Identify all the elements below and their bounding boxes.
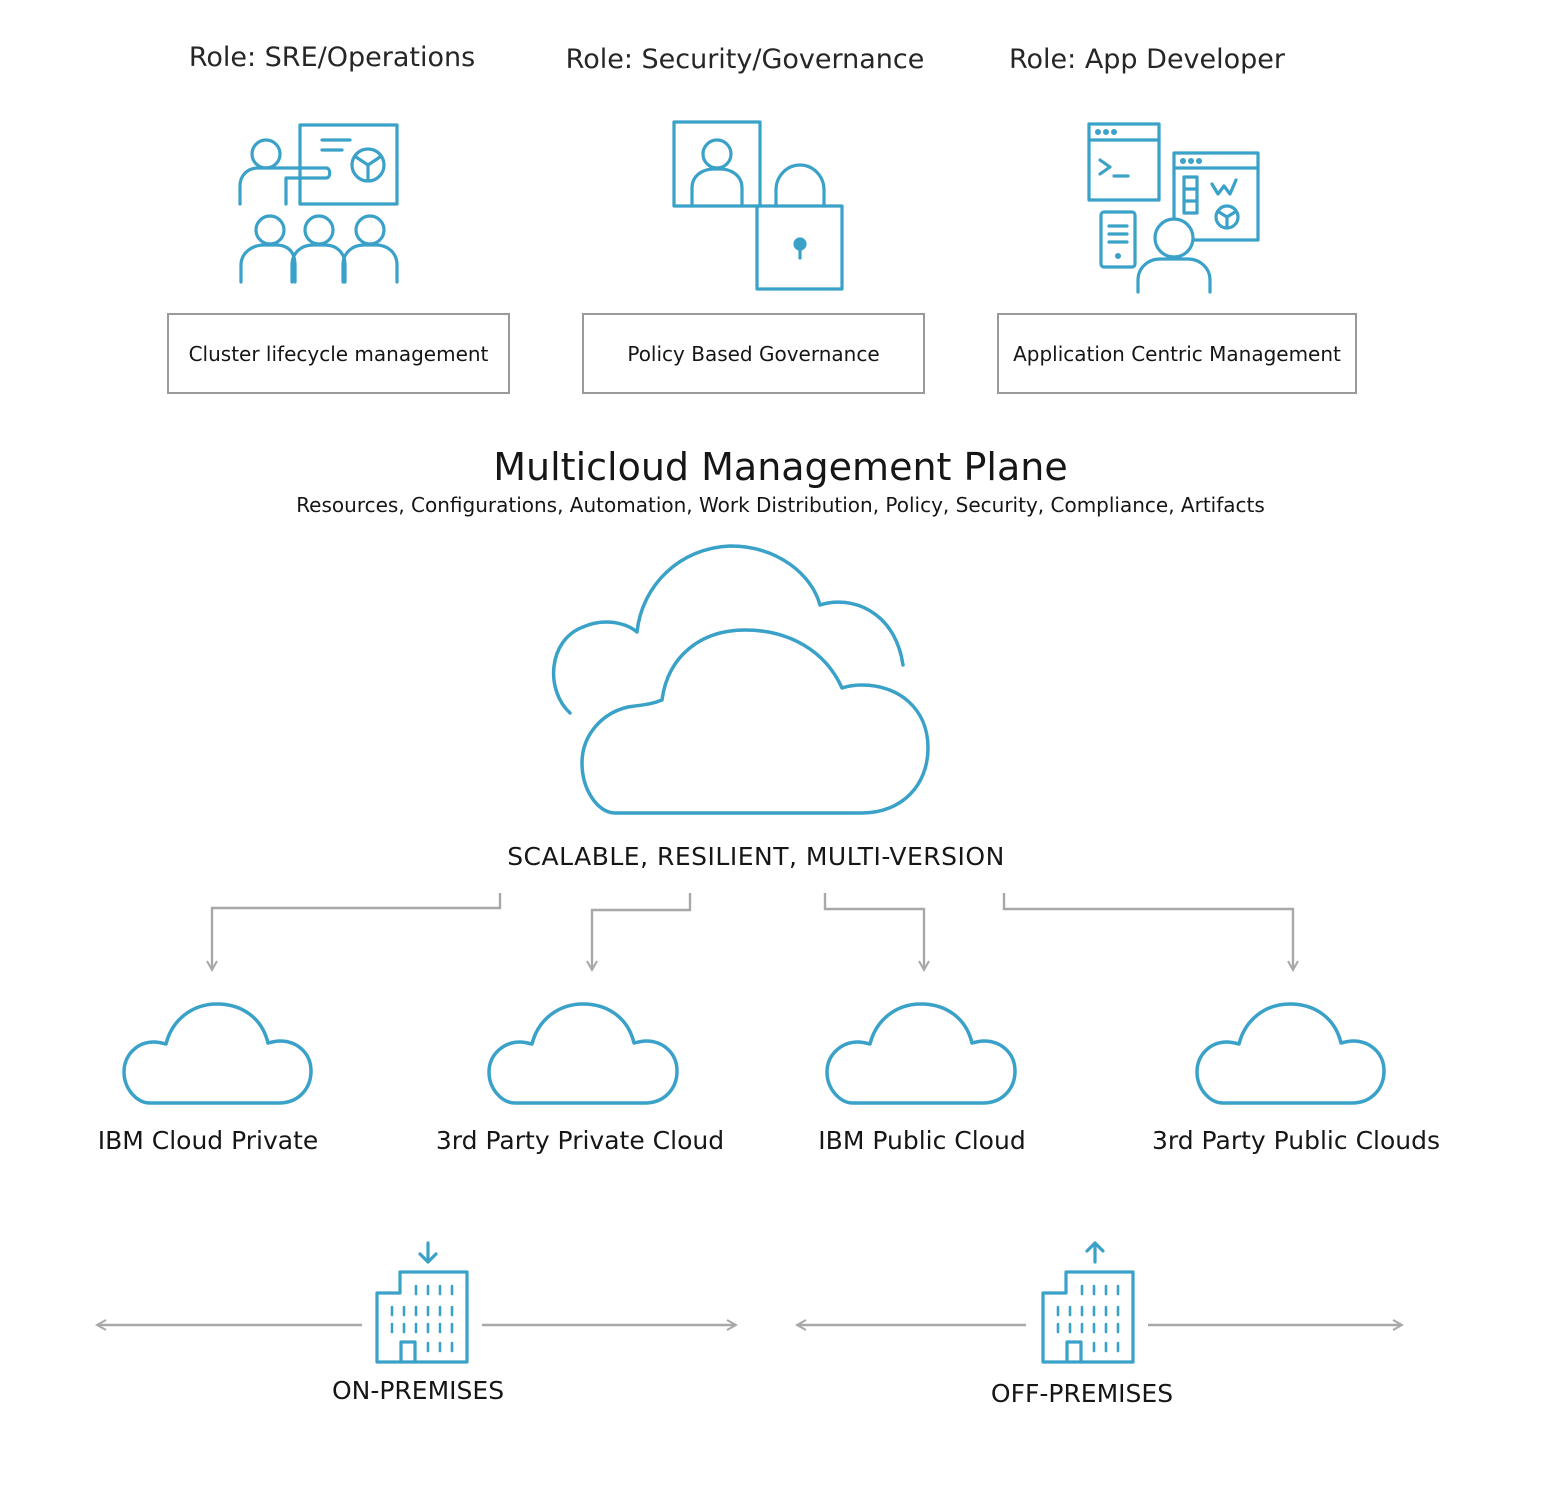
capability-box-app-centric: Application Centric Management (997, 313, 1357, 394)
cloud-icon-ibm-public (825, 1002, 1017, 1105)
developer-devices-icon (1087, 122, 1260, 294)
user-lock-icon (672, 120, 844, 291)
cloud-label-ibm-public: IBM Public Cloud (818, 1126, 1026, 1155)
connector-3rd-private (592, 893, 692, 970)
capability-label: Cluster lifecycle management (188, 341, 489, 366)
premises-label-on: ON-PREMISES (331, 1376, 505, 1405)
cloud-label-ibm-private: IBM Cloud Private (97, 1126, 319, 1155)
cloud-label-3rd-private: 3rd Party Private Cloud (435, 1126, 725, 1155)
presentation-team-icon (238, 123, 399, 284)
cloud-icon-ibm-private (122, 1002, 313, 1105)
role-label-security: Role: Security/Governance (565, 44, 925, 75)
plane-subtitle: Resources, Configurations, Automation, W… (296, 493, 1265, 517)
capability-label: Policy Based Governance (627, 341, 880, 366)
plane-tagline: SCALABLE, RESILIENT, MULTI-VERSION (507, 842, 1005, 871)
connector-3rd-public (1002, 893, 1293, 970)
cloud-label-3rd-public: 3rd Party Public Clouds (1151, 1126, 1441, 1155)
capability-label: Application Centric Management (1013, 341, 1341, 366)
capability-box-policy-governance: Policy Based Governance (582, 313, 925, 394)
cloud-icon-3rd-public (1195, 1002, 1386, 1105)
management-plane-cloud-icon (551, 544, 930, 815)
connector-ibm-public (823, 893, 924, 970)
building-outbound-icon (1041, 1241, 1135, 1364)
plane-title: Multicloud Management Plane (493, 445, 1068, 489)
building-inbound-icon (375, 1241, 469, 1364)
role-label-developer: Role: App Developer (1008, 44, 1286, 75)
capability-box-cluster-lifecycle: Cluster lifecycle management (167, 313, 510, 394)
connector-ibm-private (212, 893, 502, 970)
connectors (212, 893, 1293, 970)
role-label-sre: Role: SRE/Operations (188, 42, 476, 73)
cloud-icon-3rd-private (487, 1002, 679, 1105)
premises-label-off: OFF-PREMISES (990, 1379, 1174, 1408)
